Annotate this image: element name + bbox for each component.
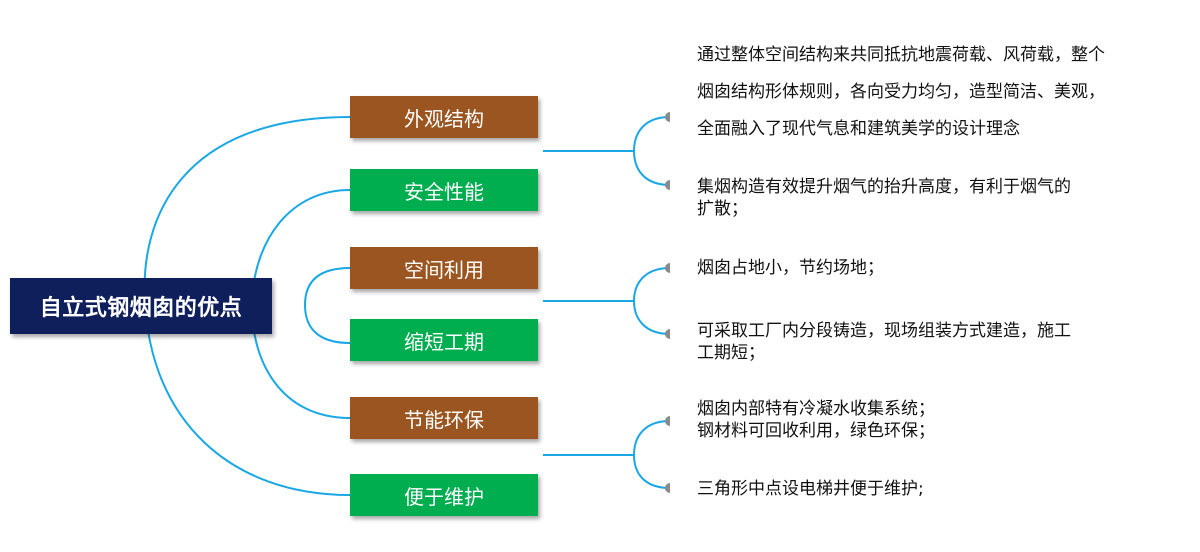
root-node: 自立式钢烟囱的优点	[10, 278, 272, 334]
detail-line: 集烟构造有效提升烟气的抬升高度，有利于烟气的	[697, 177, 1071, 197]
detail-line: 三角形中点设电梯井便于维护;	[697, 479, 924, 499]
detail-line: 烟囱占地小，节约场地；	[697, 258, 884, 278]
category-appearance-structure: 外观结构	[350, 96, 538, 138]
detail-line: 全面融入了现代气息和建筑美学的设计理念	[697, 119, 1020, 139]
detail-prefabrication: 可采取工厂内分段铸造，现场组装方式建造，施工 工期短；	[697, 320, 1071, 364]
detail-line: 通过整体空间结构来共同抵抗地震荷载、风荷载，整个	[697, 45, 1105, 65]
bracket-cap-2b	[665, 329, 670, 339]
detail-small-footprint: 烟囱占地小，节约场地；	[697, 257, 884, 279]
detail-condensate-recycling: 烟囱内部特有冷凝水收集系统； 钢材料可回收利用，绿色环保；	[697, 398, 935, 442]
connector-arc-inner	[303, 267, 351, 344]
detail-appearance: 通过整体空间结构来共同抵抗地震荷载、风荷载，整个 烟囱结构形体规则，各向受力均匀…	[697, 37, 1105, 148]
detail-line: 钢材料可回收利用，绿色环保；	[697, 421, 935, 441]
bracket-cap-1a	[665, 112, 670, 122]
category-shorten-schedule: 缩短工期	[350, 319, 538, 361]
category-energy-environment: 节能环保	[350, 397, 538, 439]
detail-smoke-dispersion: 集烟构造有效提升烟气的抬升高度，有利于烟气的 扩散；	[697, 176, 1071, 220]
detail-line: 扩散；	[697, 199, 748, 219]
detail-line: 可采取工厂内分段铸造，现场组装方式建造，施工	[697, 321, 1071, 341]
detail-elevator-shaft: 三角形中点设电梯井便于维护;	[697, 478, 924, 500]
bracket-cap-2a	[665, 263, 670, 273]
detail-line: 工期短；	[697, 343, 765, 363]
bracket-cap-3a	[665, 416, 670, 426]
bracket-curve-2	[632, 267, 671, 335]
bracket-curve-1	[632, 116, 671, 186]
bracket-curve-3	[632, 420, 671, 489]
category-easy-maintenance: 便于维护	[350, 474, 538, 516]
detail-line: 烟囱内部特有冷凝水收集系统；	[697, 399, 935, 419]
bracket-cap-3b	[665, 483, 670, 493]
bracket-cap-1b	[665, 180, 670, 190]
category-safety-performance: 安全性能	[350, 169, 538, 211]
category-space-utilization: 空间利用	[350, 247, 538, 289]
detail-line: 烟囱结构形体规则，各向受力均匀，造型简洁、美观，	[697, 82, 1105, 102]
